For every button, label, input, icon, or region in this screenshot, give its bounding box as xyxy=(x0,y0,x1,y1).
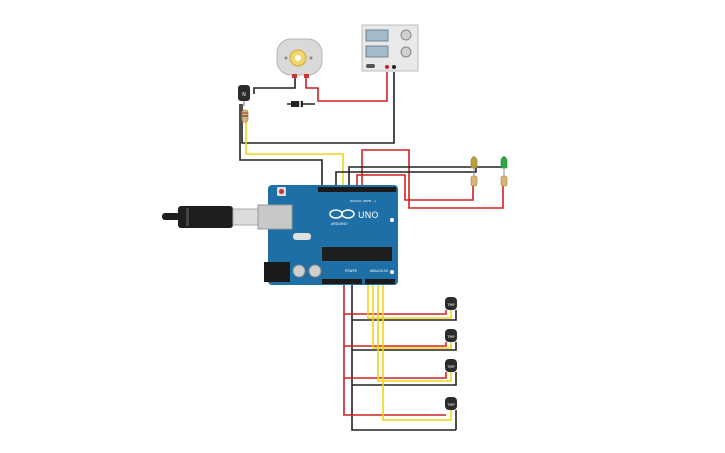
wire-gnd-s1[interactable] xyxy=(352,310,457,321)
temperature-sensor-4[interactable]: TMP xyxy=(445,397,457,410)
power-jack xyxy=(264,262,290,282)
temperature-sensor-1[interactable]: TMP xyxy=(445,297,457,310)
diode[interactable] xyxy=(291,101,303,107)
board-brand: ARDUINO xyxy=(331,222,348,226)
led-green-resistor xyxy=(500,175,508,187)
capacitor-1 xyxy=(292,264,306,278)
wire-analog-a3[interactable] xyxy=(382,283,452,421)
digital-label: DIGITAL (PWM ~) xyxy=(350,199,376,203)
diode-icon xyxy=(291,101,303,107)
wire-led-red[interactable] xyxy=(361,149,504,209)
led-icon xyxy=(470,156,478,169)
temperature-sensor-icon xyxy=(445,397,457,410)
microcontroller-chip xyxy=(322,247,392,261)
mount-hole-2 xyxy=(390,270,394,274)
reset-button-cap xyxy=(279,189,284,194)
psu-display-2 xyxy=(365,45,389,58)
wire-transistor-yellow[interactable] xyxy=(245,122,344,190)
psu-term-neg xyxy=(392,65,396,69)
capacitor-2 xyxy=(308,264,322,278)
wire-gnd-s2[interactable] xyxy=(352,342,457,351)
temperature-sensor-2[interactable]: TMP xyxy=(445,329,457,342)
usb-port xyxy=(257,204,293,230)
wire-5v-bus[interactable] xyxy=(343,285,446,416)
psu-display-1 xyxy=(365,29,389,42)
arduino-board[interactable]: UNO ARDUINO DIGITAL (PWM ~) POWER ANALOG… xyxy=(257,185,398,285)
led-yellow-resistor xyxy=(470,175,478,187)
motor-term-left xyxy=(292,74,297,78)
psu-knob-2[interactable] xyxy=(400,46,412,58)
board-model: UNO xyxy=(358,211,378,221)
wire-analog-a0[interactable] xyxy=(367,283,452,319)
sensor-label: TMP xyxy=(446,303,454,307)
wire-led-red2[interactable] xyxy=(356,174,474,201)
motor-term-right xyxy=(304,74,309,78)
power-header xyxy=(322,279,362,284)
wire-5v-s2[interactable] xyxy=(344,342,447,347)
transistor-label: N xyxy=(242,92,246,98)
diode-band xyxy=(299,101,301,107)
transistor[interactable]: N xyxy=(238,85,250,106)
analog-header xyxy=(365,279,395,284)
motor-shaft xyxy=(295,55,301,61)
wire-5v-s3[interactable] xyxy=(344,372,447,379)
usb-connector xyxy=(232,208,260,226)
crystal xyxy=(293,233,311,240)
sensor-label: TMP xyxy=(446,365,454,369)
power-label: POWER xyxy=(345,269,358,273)
usb-plug-ridge xyxy=(186,208,189,226)
temperature-sensor-icon xyxy=(445,359,457,372)
wire-psu-black[interactable] xyxy=(241,72,395,144)
dc-motor[interactable] xyxy=(276,38,323,78)
arduino-logo-right xyxy=(341,209,355,219)
wire-5v-s1[interactable] xyxy=(344,310,447,315)
motor-hole-right xyxy=(309,56,313,60)
temperature-sensor-icon xyxy=(445,297,457,310)
wire-gnd-s3[interactable] xyxy=(352,372,457,386)
usb-plug xyxy=(178,206,233,228)
psu-term-pos xyxy=(385,65,389,69)
resistor-transistor[interactable] xyxy=(241,109,249,123)
wire-analog-a1[interactable] xyxy=(372,283,452,349)
temperature-sensor-icon xyxy=(445,329,457,342)
wire-analog-a2[interactable] xyxy=(377,283,452,382)
analog-label: ANALOG IN xyxy=(370,269,388,273)
psu-knob-1[interactable] xyxy=(400,29,412,41)
led-green[interactable] xyxy=(500,156,508,187)
led-icon xyxy=(500,156,508,169)
usb-cable-icon xyxy=(162,213,180,220)
sensor-label: TMP xyxy=(446,335,454,339)
wire-motor-black[interactable] xyxy=(253,76,296,94)
temperature-sensor-3[interactable]: TMP xyxy=(445,359,457,372)
wires xyxy=(239,72,507,431)
wire-transistor-black[interactable] xyxy=(239,104,323,190)
transistor-icon xyxy=(238,85,250,101)
sensor-label: TMP xyxy=(446,403,454,407)
digital-header xyxy=(318,187,396,192)
psu-switch[interactable] xyxy=(366,64,375,68)
wire-gnd-bus[interactable] xyxy=(351,285,456,431)
motor-hole-left xyxy=(284,56,288,60)
led-yellow[interactable] xyxy=(470,156,478,187)
power-supply[interactable] xyxy=(361,24,419,72)
mount-hole-1 xyxy=(390,218,394,222)
wire-psu-red[interactable] xyxy=(305,72,388,102)
usb-cable[interactable] xyxy=(162,206,260,228)
